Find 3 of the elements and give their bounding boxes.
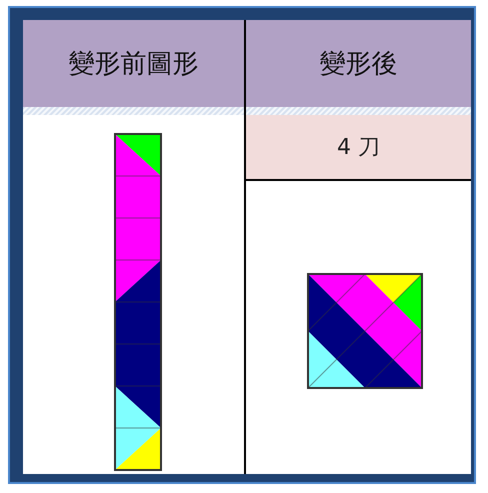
column-header: 變形後 bbox=[246, 20, 471, 107]
column-header: 變形前圖形 bbox=[23, 20, 244, 107]
cut-count: 4 刀 bbox=[246, 115, 471, 181]
